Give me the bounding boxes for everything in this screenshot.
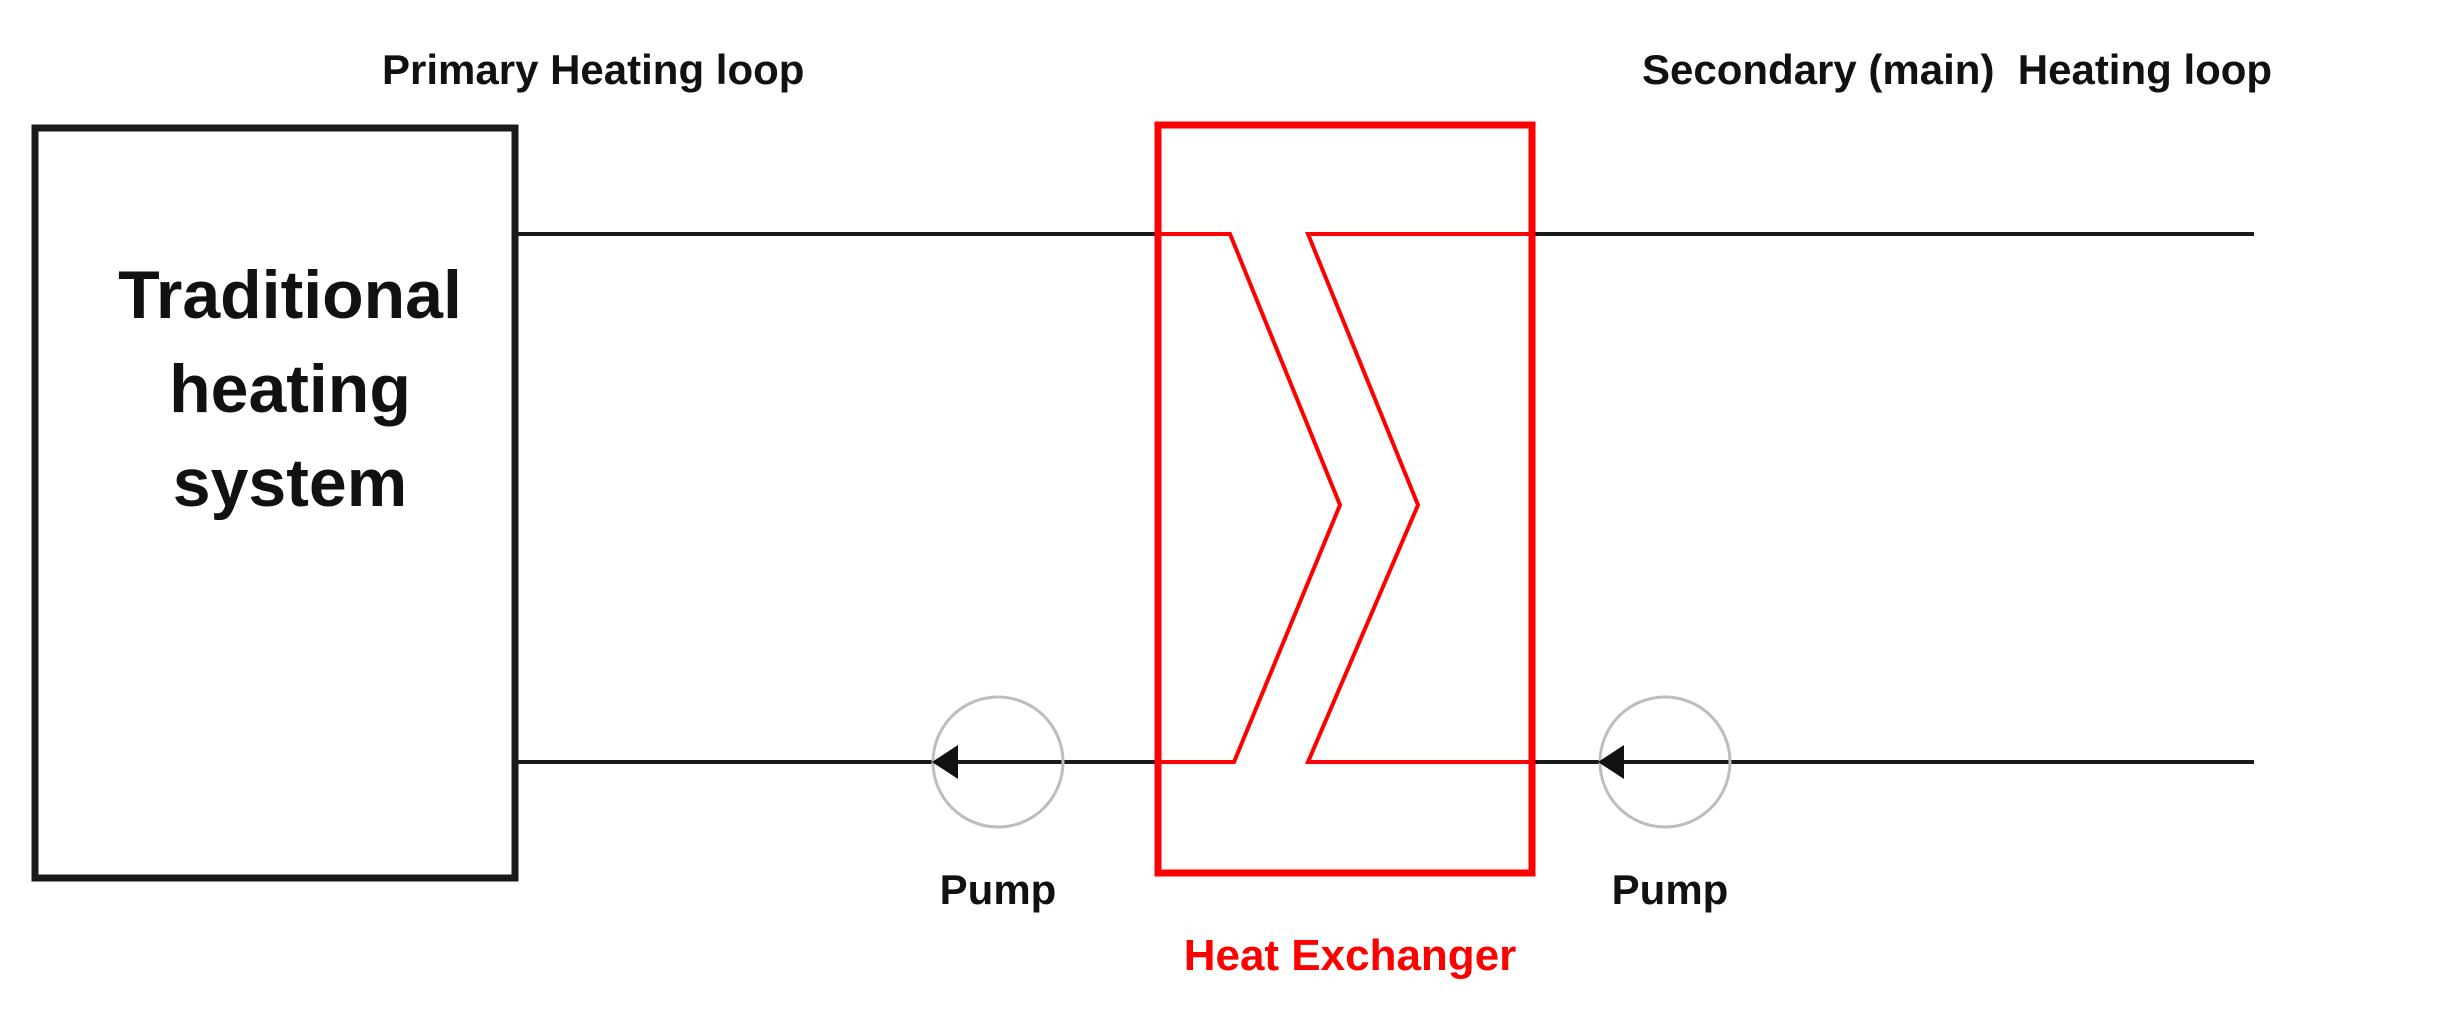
system-label-line2: heating xyxy=(169,351,411,427)
heat-exchanger-box xyxy=(1154,121,1536,877)
heat-exchanger-label: Heat Exchanger xyxy=(1184,931,1517,980)
heating-system-box xyxy=(31,124,519,882)
pump-left xyxy=(931,695,1065,829)
exchanger-secondary-path xyxy=(1304,232,1532,764)
arrow-left-icon xyxy=(932,745,958,779)
system-label-line1: Traditional xyxy=(118,257,462,333)
pump-left-label: Pump xyxy=(940,866,1057,913)
exchanger-primary-path xyxy=(1158,232,1343,764)
pump-right-label: Pump xyxy=(1612,866,1729,913)
secondary-loop-label: Secondary (main) Heating loop xyxy=(1642,46,2272,93)
system-label-line3: system xyxy=(173,445,407,521)
pump-right xyxy=(1598,695,1732,829)
arrow-left-icon xyxy=(1598,745,1624,779)
primary-loop-label: Primary Heating loop xyxy=(382,46,804,93)
